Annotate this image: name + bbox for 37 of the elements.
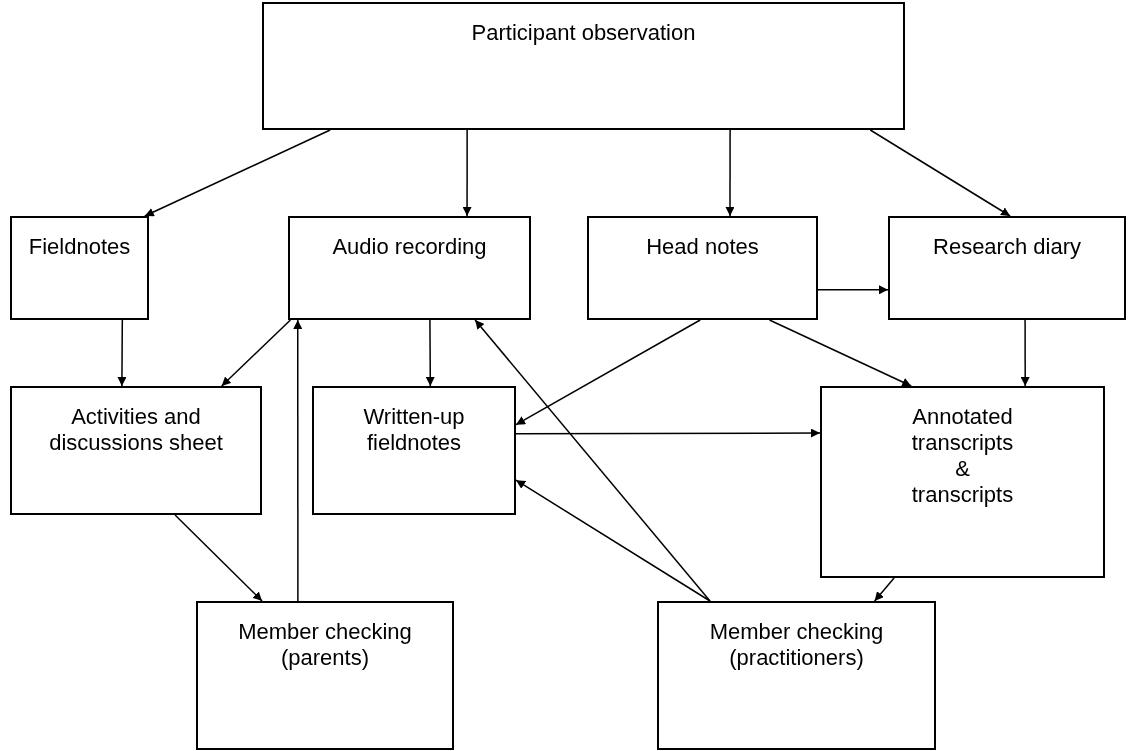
arrow [768, 319, 912, 387]
arrow [873, 577, 895, 602]
arrow [474, 319, 711, 602]
box-label: Audio recording [332, 234, 487, 260]
process-box [820, 386, 1105, 578]
arrow [817, 285, 889, 295]
arrow [117, 319, 127, 387]
arrow [515, 479, 711, 602]
process-box [288, 216, 531, 320]
box-label: Annotated transcripts & transcripts [910, 404, 1015, 508]
box-label: Research diary [933, 234, 1081, 260]
process-box [196, 601, 454, 750]
process-box [657, 601, 936, 750]
arrow [293, 319, 303, 602]
process-box [262, 2, 905, 130]
arrow [515, 319, 701, 426]
box-label: Activities and discussions sheet [48, 404, 224, 456]
arrow [1020, 319, 1030, 387]
box-label: Fieldnotes [28, 234, 131, 260]
box-label: Written-up fieldnotes [362, 404, 466, 456]
process-box [312, 386, 516, 515]
process-box [10, 216, 149, 320]
arrow [725, 129, 735, 217]
process-box [888, 216, 1126, 320]
box-label: Member checking (parents) [237, 619, 413, 671]
arrow [220, 319, 292, 387]
arrow [144, 129, 331, 217]
box-label: Member checking (practitioners) [708, 619, 885, 671]
box-label: Participant observation [471, 20, 696, 46]
box-label: Head notes [646, 234, 759, 260]
arrow [425, 319, 435, 387]
arrow [515, 428, 821, 438]
process-box [10, 386, 262, 515]
arrow [174, 514, 263, 602]
arrow [869, 129, 1011, 217]
arrow [462, 129, 472, 217]
process-box [587, 216, 818, 320]
